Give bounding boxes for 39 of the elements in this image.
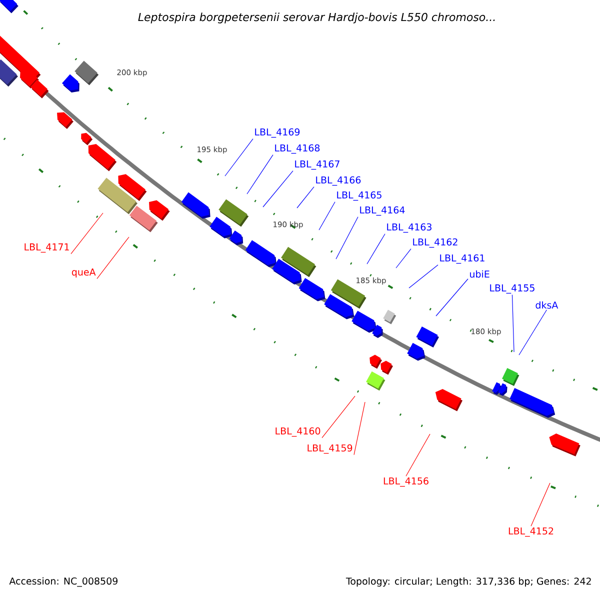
gene-label: dksA [536, 301, 558, 309]
leader-line [262, 170, 294, 208]
gene-label: LBL_4160 [276, 427, 320, 437]
gene-label: LBL_4171 [24, 243, 69, 253]
leader-line [96, 236, 130, 279]
gene-label: LBL_4164 [360, 206, 405, 216]
leader-line [70, 212, 104, 254]
gene-label: LBL_4156 [384, 477, 428, 487]
leader-line [318, 202, 336, 230]
leader-line [296, 186, 314, 208]
leader-line [518, 310, 547, 356]
gene-label: LBL_4159 [308, 444, 352, 454]
title: Leptospira borgpetersenii serovar Hardjo-bovis L550 chromoso... [138, 12, 495, 24]
leader-line [530, 482, 550, 526]
gene-label: LBL_4165 [337, 191, 382, 201]
leader-line [246, 154, 274, 194]
gene-label: LBL_4166 [316, 176, 361, 186]
gene-label: ubiE [470, 270, 490, 278]
leader-line [322, 396, 356, 438]
gene-label: LBL_4155 [490, 284, 534, 294]
leader-line [354, 402, 366, 456]
gene-label: LBL_4168 [275, 144, 320, 154]
leader-line [366, 234, 386, 264]
gene-label: LBL_4162 [413, 238, 458, 248]
leader-line [396, 248, 412, 268]
leader-line [224, 138, 254, 176]
leader-line [406, 434, 430, 476]
leader-line [436, 278, 468, 316]
gene-label: LBL_4163 [387, 223, 432, 233]
gene-label: LBL_4152 [508, 527, 554, 537]
genome-info-text: Topology: circular; Length: 317,336 bp; Genes: 242 [346, 577, 591, 587]
accession-text: Accession: NC_008509 [9, 577, 118, 587]
gene-label: LBL_4167 [295, 160, 340, 170]
gene-label: queA [72, 268, 96, 278]
leader-line [512, 294, 514, 352]
leader-line [336, 216, 358, 260]
leader-line [408, 264, 438, 288]
gene-label: LBL_4169 [255, 128, 300, 138]
gene-label: LBL_4161 [440, 254, 484, 264]
